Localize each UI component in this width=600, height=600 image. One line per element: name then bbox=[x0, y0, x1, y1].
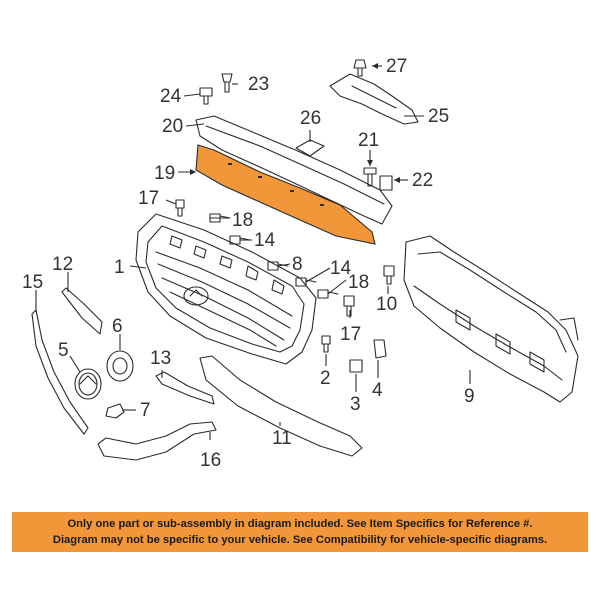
callout-12: 12 bbox=[52, 254, 73, 275]
callout-23: 23 bbox=[248, 74, 269, 95]
part-11-lower-molding bbox=[199, 355, 363, 457]
part-1-grille bbox=[135, 213, 317, 365]
part-14b-screw bbox=[295, 277, 317, 287]
part-24-clip bbox=[199, 87, 213, 105]
part-6-emblem-base bbox=[106, 350, 134, 382]
callout-18a: 18 bbox=[232, 210, 253, 231]
part-27-clip bbox=[353, 59, 367, 77]
part-26-label bbox=[295, 139, 325, 157]
callout-7: 7 bbox=[140, 400, 151, 421]
callout-17a: 17 bbox=[138, 188, 159, 209]
callout-24: 24 bbox=[160, 86, 182, 107]
callout-19: 19 bbox=[154, 163, 175, 184]
disclaimer-line-2: Diagram may not be specific to your vehi… bbox=[52, 534, 548, 546]
callout-27: 27 bbox=[386, 56, 407, 77]
part-20-inner-line bbox=[205, 125, 385, 205]
callout-17b: 17 bbox=[340, 324, 361, 345]
part-2-clip bbox=[321, 335, 331, 353]
leader-arrowheads bbox=[190, 63, 400, 183]
part-22-bolt bbox=[379, 175, 393, 191]
callout-6: 6 bbox=[112, 316, 123, 337]
callout-3: 3 bbox=[350, 394, 361, 415]
disclaimer-line-1: Only one part or sub-assembly in diagram… bbox=[67, 518, 533, 530]
part-5-emblem bbox=[74, 368, 102, 400]
part-15-side-molding bbox=[31, 309, 89, 435]
callout-labels: 19 20 24 23 27 25 26 21 22 17 18 14 8 14… bbox=[22, 56, 475, 471]
part-7-clip bbox=[105, 403, 125, 419]
part-4-bracket bbox=[373, 339, 387, 359]
callout-1: 1 bbox=[114, 257, 125, 278]
part-25-upper-cover bbox=[329, 73, 419, 125]
part-23-clip bbox=[221, 73, 233, 93]
part-19-highlighted-molding[interactable] bbox=[195, 144, 376, 245]
part-10-clip bbox=[383, 265, 395, 285]
part-17a-screw bbox=[175, 199, 185, 217]
callout-8: 8 bbox=[292, 254, 303, 275]
callout-14a: 14 bbox=[254, 230, 276, 251]
callout-13: 13 bbox=[150, 348, 171, 369]
fasteners bbox=[175, 59, 395, 373]
callout-18b: 18 bbox=[348, 272, 369, 293]
callout-22: 22 bbox=[412, 170, 433, 191]
callout-5: 5 bbox=[58, 340, 69, 361]
callout-21: 21 bbox=[358, 130, 379, 151]
part-19-clip-holes bbox=[228, 163, 324, 206]
part-17b-screw bbox=[343, 295, 355, 317]
callout-4: 4 bbox=[372, 380, 383, 401]
callout-20: 20 bbox=[162, 116, 183, 137]
part-21-bolt bbox=[363, 167, 377, 187]
callout-2: 2 bbox=[320, 368, 331, 389]
part-12-trim bbox=[61, 287, 103, 335]
part-13-trim-strip bbox=[155, 371, 215, 405]
callout-15: 15 bbox=[22, 272, 43, 293]
parts-diagram: 19 20 24 23 27 25 26 21 22 17 18 14 8 14… bbox=[22, 56, 579, 471]
callout-16: 16 bbox=[200, 450, 221, 471]
part-16-lower-trim bbox=[97, 421, 217, 461]
part-20-upper-bracket bbox=[195, 115, 393, 225]
callout-10: 10 bbox=[376, 294, 397, 315]
callout-9: 9 bbox=[464, 386, 475, 407]
callout-25: 25 bbox=[428, 106, 449, 127]
part-3-bracket bbox=[349, 359, 363, 373]
callout-11: 11 bbox=[272, 428, 292, 449]
disclaimer-banner: Only one part or sub-assembly in diagram… bbox=[12, 512, 588, 552]
callout-26: 26 bbox=[300, 108, 321, 129]
part-9-support-bracket bbox=[403, 235, 579, 403]
callout-14b: 14 bbox=[330, 258, 352, 279]
